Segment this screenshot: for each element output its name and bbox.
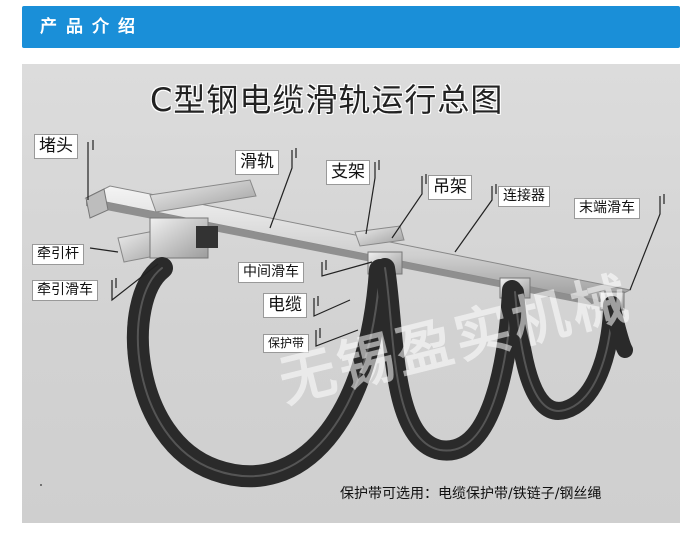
label-end-cap: 堵头 (34, 134, 78, 159)
cable-loops (126, 257, 633, 488)
label-end-trolley: 末端滑车 (574, 198, 640, 220)
leader-lines (87, 140, 665, 347)
bracket-1 (149, 179, 257, 213)
label-protective-belt: 保护带 (263, 334, 310, 354)
cable-tail (604, 297, 633, 358)
label-cable: 电缆 (263, 293, 307, 318)
tow-trolley-wheel (196, 226, 218, 248)
header-bar (22, 6, 680, 48)
label-middle-trolley: 中间滑车 (238, 262, 304, 284)
label-rail: 滑轨 (235, 150, 279, 175)
rail-side (86, 198, 606, 308)
header-title: 产品介绍 (40, 17, 144, 37)
bracket-2 (354, 225, 405, 247)
label-connector: 连接器 (498, 186, 550, 208)
label-bracket: 支架 (326, 160, 370, 185)
footnote: 保护带可选用：电缆保护带/铁链子/钢丝绳 (340, 486, 602, 502)
diagram-title: C型钢电缆滑轨运行总图 (150, 81, 504, 119)
label-hanger: 吊架 (428, 175, 472, 200)
end-cap (85, 188, 109, 219)
label-tow-trolley: 牵引滑车 (32, 280, 98, 302)
label-tow-arm: 牵引杆 (32, 244, 84, 266)
